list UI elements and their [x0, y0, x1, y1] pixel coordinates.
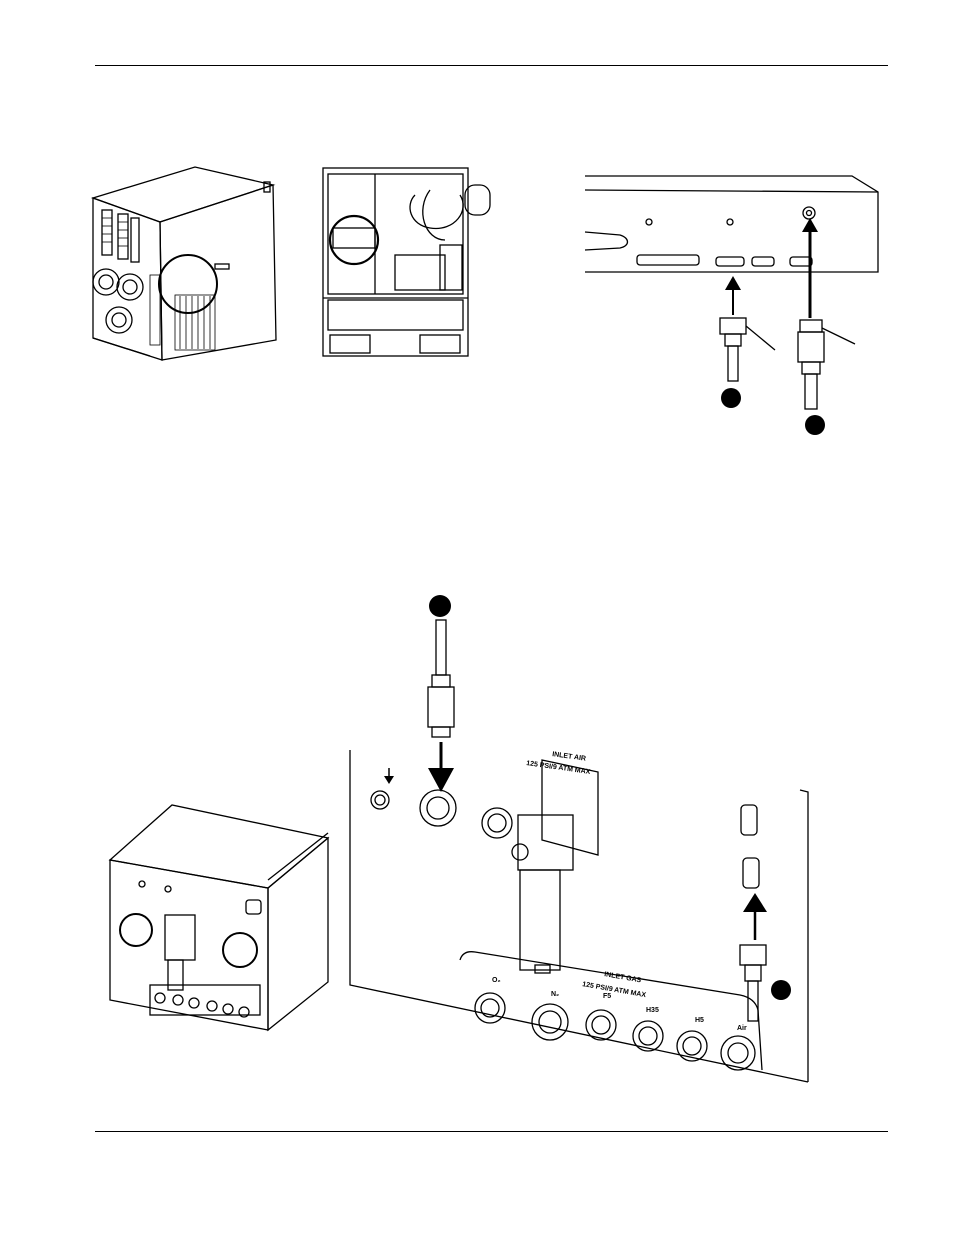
- ground-symbol-icon: [384, 776, 394, 784]
- gas-label-h35: H35: [646, 1007, 659, 1014]
- gas-panel-detail: [349, 619, 809, 1083]
- callout-marker-icon: [721, 388, 741, 408]
- arrow-up-icon: [743, 893, 767, 912]
- gas-label-n2: N₂: [551, 991, 559, 998]
- power-supply-isometric: [90, 166, 277, 361]
- inlet-air-rating: 125 PSI/9 ATM MAX: [526, 760, 591, 776]
- arrow-up-icon: [725, 276, 741, 290]
- callout-marker-icon: [805, 415, 825, 435]
- header-rule: [95, 65, 888, 66]
- inlet-air-label: INLET AIR: [552, 751, 587, 763]
- gas-label-o2: O₂: [492, 977, 501, 984]
- power-supply-open-view: [322, 167, 491, 357]
- rear-panel-detail: [584, 175, 879, 410]
- gas-label-air: Air: [737, 1025, 747, 1032]
- callout-marker-icon: [771, 980, 791, 1000]
- gas-console-isometric: [108, 804, 330, 1032]
- gas-label-h5: H5: [695, 1017, 704, 1024]
- arrow-down-icon: [428, 768, 454, 792]
- footer-rule: [95, 1131, 888, 1132]
- arrow-up-icon: [802, 218, 818, 232]
- inlet-gas-label: INLET GAS: [604, 971, 642, 984]
- gas-label-f5: F5: [603, 993, 611, 1000]
- callout-marker-icon: [429, 595, 451, 617]
